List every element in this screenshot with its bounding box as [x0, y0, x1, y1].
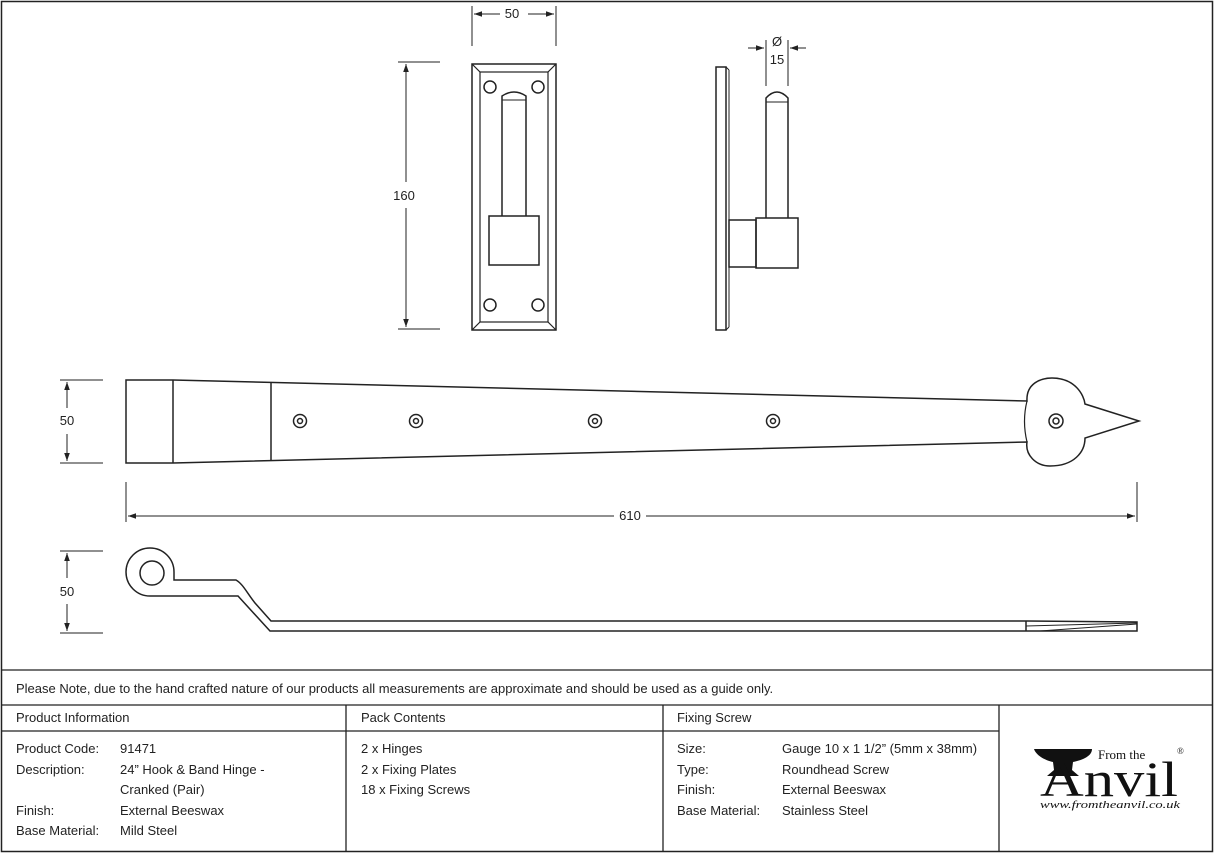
base-material-value: Mild Steel	[120, 823, 178, 838]
logo-registered-mark: ®	[1177, 746, 1184, 756]
side-height-label: 50	[60, 584, 74, 599]
pin-diameter-dimension	[748, 40, 806, 86]
from-the-anvil-logo: From the ® Anvil www.fromtheanvil.co.uk	[1034, 746, 1184, 811]
screw-material-label: Base Material:	[677, 803, 761, 818]
screw-size-value: Gauge 10 x 1 1/2” (5mm x 38mm)	[782, 741, 978, 756]
pin-diameter-label: 15	[770, 52, 784, 67]
strap-length-label: 610	[619, 508, 641, 523]
product-info-header: Product Information	[16, 710, 130, 725]
screw-type-label: Type:	[677, 762, 709, 777]
fixing-plate-side-view	[715, 66, 799, 331]
strap-height-dimension	[60, 379, 103, 464]
logo-url: www.fromtheanvil.co.uk	[1040, 799, 1181, 811]
screw-finish-label: Finish:	[677, 782, 716, 797]
finish-value: External Beeswax	[120, 803, 225, 818]
plate-width-label: 50	[505, 6, 519, 21]
pin-diameter-symbol: Ø	[772, 34, 782, 49]
fixing-screw-header: Fixing Screw	[677, 710, 752, 725]
product-code-label: Product Code:	[16, 741, 100, 756]
screw-finish-value: External Beeswax	[782, 782, 887, 797]
logo-from-the: From the	[1098, 747, 1146, 762]
finish-label: Finish:	[16, 803, 55, 818]
screw-material-value: Stainless Steel	[782, 803, 868, 818]
pack-contents-header: Pack Contents	[361, 710, 446, 725]
strap-length-dimension	[125, 482, 1138, 522]
logo-brand: Anvil	[1040, 751, 1178, 807]
plate-width-dimension	[471, 6, 557, 46]
pack-item: 2 x Fixing Plates	[361, 762, 457, 777]
plate-height-label: 160	[393, 188, 415, 203]
description-label: Description:	[16, 762, 85, 777]
fixing-plate-front-view	[471, 63, 557, 331]
strap-side-view	[125, 547, 1138, 632]
plate-height-dimension	[398, 61, 440, 330]
side-height-dimension	[60, 550, 103, 634]
description-value-cont: Cranked (Pair)	[120, 782, 205, 797]
description-value: 24” Hook & Band Hinge -	[120, 762, 265, 777]
screw-type-value: Roundhead Screw	[782, 762, 889, 777]
pack-item: 2 x Hinges	[361, 741, 423, 756]
base-material-label: Base Material:	[16, 823, 100, 838]
screw-size-label: Size:	[677, 741, 706, 756]
pack-item: 18 x Fixing Screws	[361, 782, 471, 797]
info-table-grid	[1, 669, 1213, 852]
anvil-icon	[1034, 749, 1092, 776]
strap-top-view	[125, 377, 1142, 467]
disclaimer-note: Please Note, due to the hand crafted nat…	[16, 681, 774, 696]
product-code-value: 91471	[120, 741, 157, 756]
strap-height-label: 50	[60, 413, 74, 428]
